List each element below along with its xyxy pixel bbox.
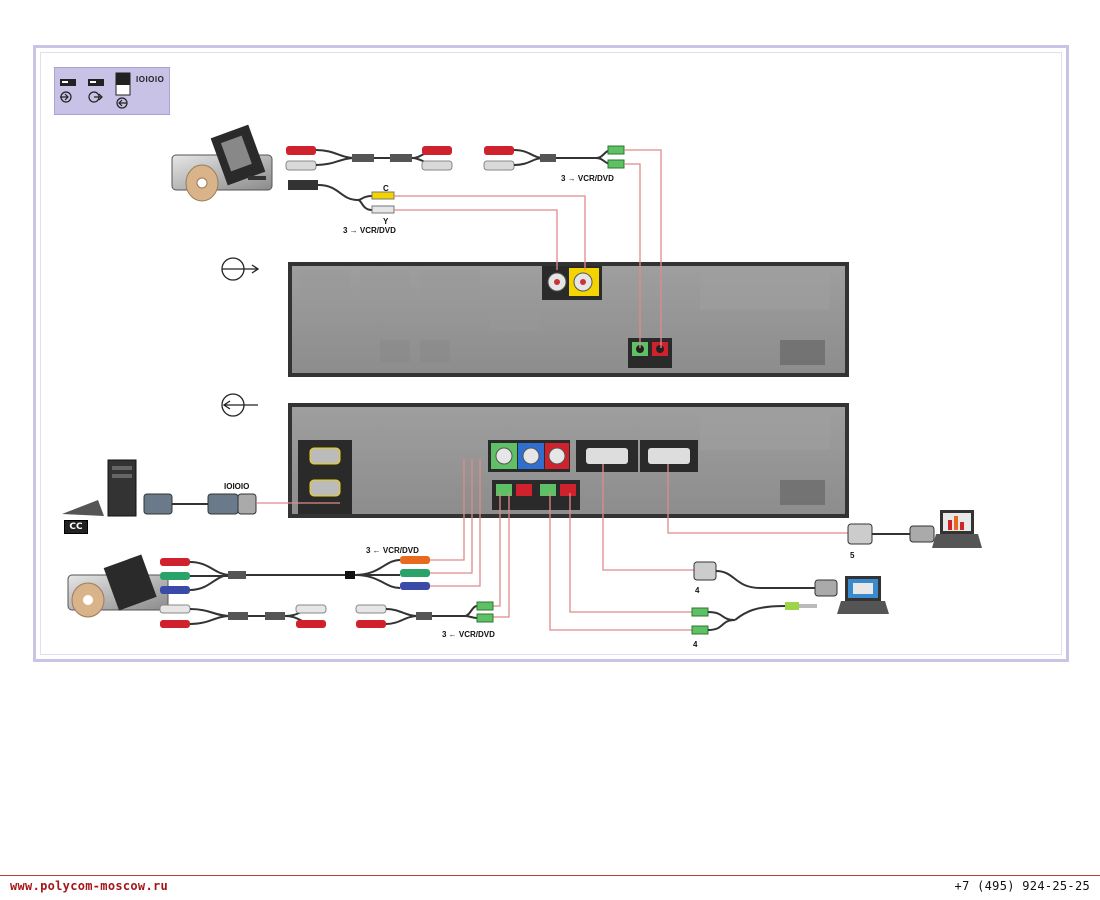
footer-website[interactable]: www.polycom-moscow.ru: [10, 879, 169, 893]
vcr-dvd-device-top: [171, 124, 273, 202]
codec-rear-panel-top: [288, 262, 849, 377]
label-audio-in-4: 4: [693, 640, 698, 649]
label-component-in: 3 ← VCR/DVD: [366, 546, 419, 555]
label-audio-in-bottom: 3 ← VCR/DVD: [442, 630, 495, 639]
closed-caption-badge: CC: [64, 520, 88, 534]
connection-wires: [257, 149, 848, 631]
audio-cable-4: [691, 602, 817, 635]
laptop-bottom: [837, 576, 889, 614]
legend-serial-label: IOIOIO: [136, 75, 165, 84]
codec-rear-panel-bottom: [288, 403, 849, 518]
svideo-cable: [288, 180, 395, 214]
pc-tower: [62, 459, 137, 517]
label-y: Y: [383, 217, 389, 226]
laptop-top: [932, 510, 982, 548]
bottom-audio-cable: [159, 601, 494, 628]
footer-divider: [0, 875, 1100, 876]
label-vga-in-4: 4: [695, 586, 700, 595]
vga-cable-5: [847, 523, 935, 545]
label-svideo-in: 3 → VCR/DVD: [343, 226, 396, 235]
input-arrow-icon: [221, 393, 258, 417]
label-audio-out-top: 3 → VCR/DVD: [561, 174, 614, 183]
serial-cable: [143, 493, 257, 515]
vga-cable-4: [693, 561, 838, 597]
vcr-dvd-device-bottom: [67, 554, 169, 618]
inner-frame: [40, 52, 1062, 655]
top-rca-cables: [285, 145, 625, 171]
label-serial: IOIOIO: [224, 482, 250, 491]
label-c: C: [383, 184, 389, 193]
legend-icons: [60, 72, 131, 109]
output-arrow-icon: [221, 257, 260, 281]
footer-phone: +7 (495) 924-25-25: [954, 879, 1090, 893]
component-cable: [160, 556, 430, 594]
legend-box: [54, 67, 170, 115]
label-vga-in-5: 5: [850, 551, 855, 560]
